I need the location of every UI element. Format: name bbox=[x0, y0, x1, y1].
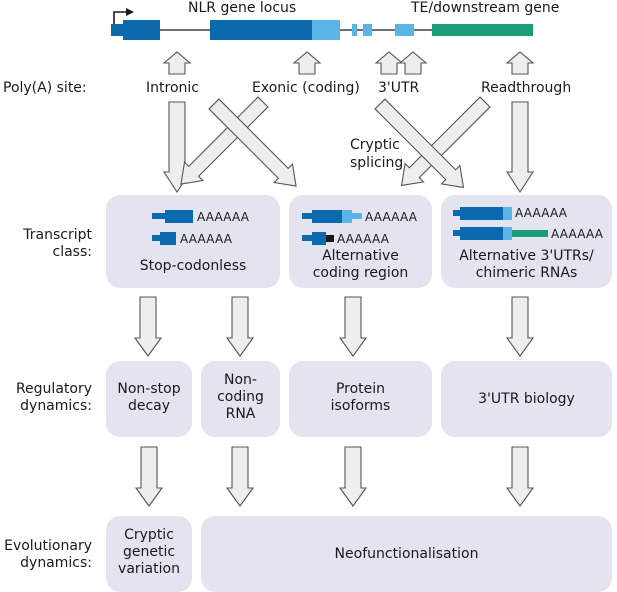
polya-tail: AAAAAA bbox=[180, 232, 233, 246]
box-stop-codonless: AAAAAA AAAAAA Stop-codonless bbox=[106, 195, 280, 288]
polya-3utr: 3'UTR bbox=[378, 80, 420, 96]
down-arrow-protein bbox=[338, 296, 368, 357]
diag-arrow-intronic-to-altcoding bbox=[208, 98, 297, 187]
polya-exonic: Exonic (coding) bbox=[252, 80, 360, 96]
tss-arrow-icon bbox=[113, 11, 128, 27]
down-arrow-utrbio-neo bbox=[505, 446, 535, 507]
up-arrow-readthrough bbox=[506, 51, 534, 75]
down-arrow-utrbio bbox=[505, 296, 535, 357]
polya-readthrough: Readthrough bbox=[481, 80, 572, 96]
up-arrow-intronic bbox=[163, 51, 191, 75]
down-arrow-noncoding-neo bbox=[225, 446, 255, 507]
polya-row-label: Poly(A) site: bbox=[3, 80, 87, 96]
diag-arrow-3utr-to-alt3 bbox=[374, 98, 465, 189]
down-arrow-noncoding bbox=[225, 296, 255, 357]
exon-1 bbox=[123, 20, 160, 40]
cryptic-splicing-line1: Cryptic bbox=[350, 137, 400, 153]
alt-3utr-label: Alternative 3'UTRs/ chimeric RNAs bbox=[459, 248, 594, 281]
box-noncoding-rna: Non- coding RNA bbox=[201, 361, 280, 437]
box-nonstop-decay: Non-stop decay bbox=[106, 361, 192, 437]
polya-intronic: Intronic bbox=[146, 80, 199, 96]
exon-2-coding bbox=[210, 20, 312, 40]
box-neofunctionalisation: Neofunctionalisation bbox=[201, 516, 612, 592]
box-alt-3utr: AAAAAA AAAAAA Alternative 3'UTRs/ chimer… bbox=[441, 195, 612, 288]
te-downstream-block bbox=[432, 24, 533, 36]
box-alt-coding: AAAAAA AAAAAA Alternative coding region bbox=[289, 195, 432, 288]
polya-tail: AAAAAA bbox=[515, 206, 568, 220]
box-3utr-biology: 3'UTR biology bbox=[441, 361, 612, 437]
alt-coding-label: Alternative coding region bbox=[312, 248, 409, 281]
nlr-locus-label: NLR gene locus bbox=[188, 0, 297, 16]
regulatory-row-label: Regulatory dynamics: bbox=[15, 381, 92, 414]
exon-small-2 bbox=[363, 24, 372, 36]
down-arrow-cryptic-var bbox=[134, 446, 164, 507]
exon-utr5 bbox=[111, 24, 123, 36]
exon-small-1 bbox=[352, 24, 357, 36]
up-arrow-exonic bbox=[293, 51, 321, 75]
polya-tail: AAAAAA bbox=[365, 210, 418, 224]
down-arrow-protein-neo bbox=[338, 446, 368, 507]
box-cryptic-variation: Cryptic genetic variation bbox=[106, 516, 192, 592]
exon-2-utr bbox=[312, 20, 340, 40]
down-arrow-nonstop bbox=[133, 296, 163, 357]
diag-arrow-exonic-to-stop bbox=[180, 96, 269, 185]
stop-codonless-label: Stop-codonless bbox=[139, 258, 247, 274]
tss-arrowhead-icon bbox=[126, 8, 134, 16]
polya-tail: AAAAAA bbox=[551, 227, 604, 241]
diag-arrow-readthrough-to-altcoding bbox=[400, 96, 491, 187]
down-arrow-readthrough bbox=[505, 101, 535, 194]
te-downstream-label: TE/downstream gene bbox=[411, 0, 560, 16]
evolutionary-row-label: Evolutionary dynamics: bbox=[4, 538, 92, 571]
exon-3utr bbox=[395, 24, 414, 36]
up-arrow-3utr-right bbox=[399, 51, 427, 75]
box-protein-isoforms: Protein isoforms bbox=[289, 361, 432, 437]
transcript-row-label: Transcript class: bbox=[23, 227, 92, 260]
cryptic-splicing-line2: splicing bbox=[350, 155, 404, 171]
up-arrow-3utr-left bbox=[375, 51, 403, 75]
polya-tail: AAAAAA bbox=[197, 210, 250, 224]
polya-tail: AAAAAA bbox=[337, 232, 390, 246]
